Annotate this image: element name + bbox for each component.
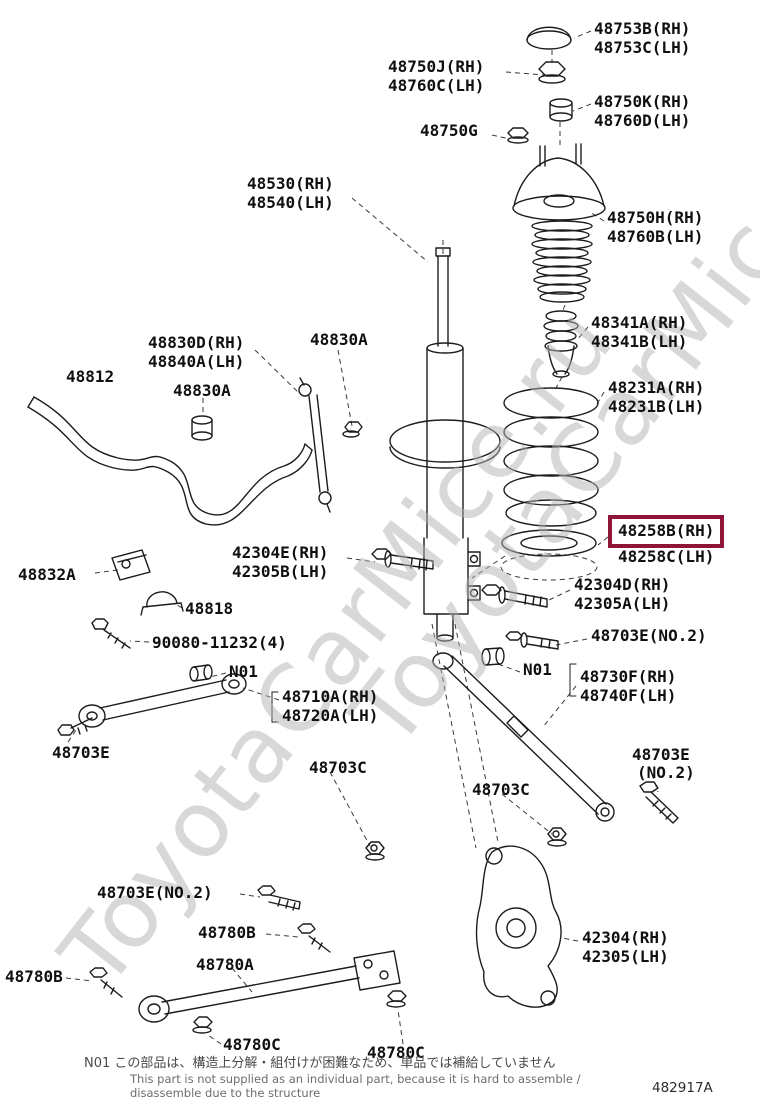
part-label-48341b-lh[interactable]: 48341B(LH)	[591, 332, 688, 351]
strut-rod-arm-art	[138, 950, 401, 1023]
part-label-48830a-2[interactable]: 48830A	[173, 381, 231, 400]
part-label-48730f-rh[interactable]: 48730F(RH)	[580, 667, 677, 686]
construction-lines	[431, 50, 566, 849]
part-label-48703e-right-no2[interactable]: (NO.2)	[637, 763, 695, 782]
part-label-48740f-lh[interactable]: 48740F(LH)	[580, 686, 677, 705]
part-label-48703e-no2-top[interactable]: 48703E(NO.2)	[591, 626, 707, 645]
highlighted-part-box[interactable]: 48258B(RH)	[608, 515, 725, 548]
strut-bolts-art	[371, 548, 548, 608]
arm-no1-art	[57, 664, 247, 736]
part-label-42304e-rh[interactable]: 42304E(RH)	[232, 543, 329, 562]
rod-nut-art	[507, 127, 529, 144]
part-label-48750h-rh[interactable]: 48750H(RH)	[607, 208, 704, 227]
link-bushing-art	[191, 415, 213, 441]
part-label-48830a-1[interactable]: 48830A	[310, 330, 368, 349]
part-label-48703e-left[interactable]: 48703E	[52, 743, 110, 762]
arm-bolt-right-art	[639, 781, 679, 824]
footnote-ref-n01-left[interactable]: N01	[229, 662, 258, 681]
part-label-48750j-rh[interactable]: 48750J(RH)	[388, 57, 485, 76]
part-label-48760c-lh[interactable]: 48760C(LH)	[388, 76, 485, 95]
part-label-42304-rh[interactable]: 42304(RH)	[582, 928, 669, 947]
part-label-48780b-top[interactable]: 48780B	[198, 923, 256, 942]
arm-no2-art	[432, 647, 615, 822]
support-bushing-art	[549, 98, 573, 122]
support-cap-art	[526, 26, 572, 50]
suspension-support-art	[512, 143, 606, 303]
spring-seat-art	[501, 529, 597, 557]
part-label-48341a-rh[interactable]: 48341A(RH)	[591, 313, 688, 332]
alignment-ellipse	[500, 553, 598, 581]
part-label-48818[interactable]: 48818	[185, 599, 234, 618]
part-label-42304d-rh[interactable]: 42304D(RH)	[574, 575, 671, 594]
stabilizer-bar-art	[27, 396, 313, 526]
part-label-42305b-lh[interactable]: 42305B(LH)	[232, 562, 329, 581]
part-label-48812[interactable]: 48812	[66, 367, 115, 386]
part-label-90080-11232[interactable]: 90080-11232(4)	[152, 633, 287, 652]
rod-bolts-art	[89, 923, 331, 998]
part-label-48710a-rh[interactable]: 48710A(RH)	[282, 687, 379, 706]
arm-bolt-upper-art	[505, 631, 559, 650]
part-label-48830d-rh[interactable]: 48830D(RH)	[148, 333, 245, 352]
stabilizer-bracket-art	[91, 549, 184, 649]
bump-stopper-art	[543, 310, 579, 378]
part-label-48780b-left[interactable]: 48780B	[5, 967, 63, 986]
part-label-48703c-left[interactable]: 48703C	[309, 758, 367, 777]
part-label-48703e-right[interactable]: 48703E	[632, 745, 690, 764]
footnote-english-line1: This part is not supplied as an individu…	[130, 1072, 581, 1086]
part-label-48258c-lh[interactable]: 48258C(LH)	[618, 547, 715, 566]
part-label-48703e-no2-bottom[interactable]: 48703E(NO.2)	[97, 883, 213, 902]
part-label-48720a-lh[interactable]: 48720A(LH)	[282, 706, 379, 725]
part-label-48832a[interactable]: 48832A	[18, 565, 76, 584]
parts-art	[27, 26, 679, 1034]
part-label-48750k-rh[interactable]: 48750K(RH)	[594, 92, 691, 111]
leader-lines	[65, 30, 659, 1045]
footnote-japanese: N01 この部品は、構造上分解・組付けが困難なため、単品では補給していません	[84, 1056, 556, 1071]
part-label-48780c-right[interactable]: 48780C	[367, 1043, 425, 1062]
arm-bolt-bottom-art	[257, 885, 301, 911]
footnote-english-line2: disassemble due to the structure	[130, 1086, 321, 1100]
support-nut-art	[538, 61, 566, 84]
rod-nuts-art	[192, 990, 407, 1034]
part-label-48540-lh[interactable]: 48540(LH)	[247, 193, 334, 212]
part-label-48258b-rh-highlighted[interactable]: 48258B(RH)	[618, 521, 715, 540]
part-label-48750g[interactable]: 48750G	[420, 121, 478, 140]
part-label-48530-rh[interactable]: 48530(RH)	[247, 174, 334, 193]
footnote-ref-n01-right[interactable]: N01	[523, 660, 552, 679]
strut-assembly-art	[389, 247, 501, 642]
part-label-42305-lh[interactable]: 42305(LH)	[582, 947, 669, 966]
part-label-48760b-lh[interactable]: 48760B(LH)	[607, 227, 704, 246]
stabilizer-link-art	[298, 377, 363, 513]
part-label-48703c-right[interactable]: 48703C	[472, 780, 530, 799]
part-label-48753b-rh[interactable]: 48753B(RH)	[594, 19, 691, 38]
part-label-48760d-lh[interactable]: 48760D(LH)	[594, 111, 691, 130]
part-label-48231a-rh[interactable]: 48231A(RH)	[608, 378, 705, 397]
part-label-48780a[interactable]: 48780A	[196, 955, 254, 974]
part-label-48231b-lh[interactable]: 48231B(LH)	[608, 397, 705, 416]
label-braces	[271, 663, 577, 723]
part-label-48840a-lh[interactable]: 48840A(LH)	[148, 352, 245, 371]
diagram-code: 482917A	[652, 1080, 713, 1096]
part-label-42305a-lh[interactable]: 42305A(LH)	[574, 594, 671, 613]
knuckle-art	[475, 845, 562, 1008]
coil-spring-art	[503, 387, 599, 527]
part-label-48780c-left[interactable]: 48780C	[223, 1035, 281, 1054]
arm-nuts-art	[365, 827, 567, 861]
part-label-48753c-lh[interactable]: 48753C(LH)	[594, 38, 691, 57]
